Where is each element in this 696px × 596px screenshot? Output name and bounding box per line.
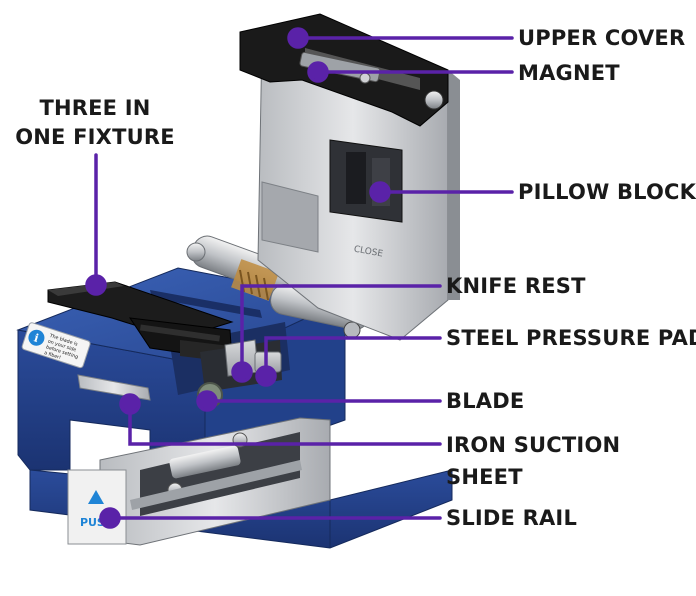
dot-three-in-one: [85, 274, 107, 296]
dot-steel-pressure-pad: [255, 365, 277, 387]
info-icon-glyph: i: [32, 331, 40, 345]
dot-slide-rail: [99, 507, 121, 529]
label-iron-suction-line2: SHEET: [446, 465, 523, 489]
label-pillow-block: PILLOW BLOCK: [518, 180, 696, 204]
slide-rail-assembly: PUSH: [67, 417, 331, 546]
three-in-one-fixture-part: [47, 281, 234, 362]
push-arrow-icon: [88, 490, 104, 504]
leader-knife-rest: [240, 284, 442, 374]
magnet-part: [299, 51, 381, 83]
sticker-line-4: a fiber!: [43, 350, 61, 361]
info-sticker: i The blade is on your side before setti…: [21, 322, 91, 369]
label-three-in-one-line2: ONE FIXTURE: [15, 125, 175, 149]
label-upper-cover: UPPER COVER: [518, 26, 686, 50]
dot-pillow-block: [369, 181, 391, 203]
info-icon: [28, 329, 45, 346]
label-magnet: MAGNET: [518, 61, 620, 85]
leader-lines: [85, 27, 514, 529]
dot-iron-suction: [119, 393, 141, 415]
dot-magnet: [307, 61, 329, 83]
label-knife-rest: KNIFE REST: [446, 274, 586, 298]
dot-upper-cover: [287, 27, 309, 49]
label-slide-rail: SLIDE RAIL: [446, 506, 578, 530]
leader-steel-pressure-pad: [264, 336, 442, 378]
label-blade: BLADE: [446, 389, 525, 413]
label-steel-pressure-pad: STEEL PRESSURE PAD: [446, 326, 696, 350]
label-three-in-one-line1: THREE IN: [39, 96, 151, 120]
label-iron-suction-line1: IRON SUCTION: [446, 433, 621, 457]
dot-knife-rest: [231, 361, 253, 383]
leader-iron-suction: [128, 402, 442, 446]
push-button-part: [67, 469, 127, 545]
dot-blade: [196, 390, 218, 412]
